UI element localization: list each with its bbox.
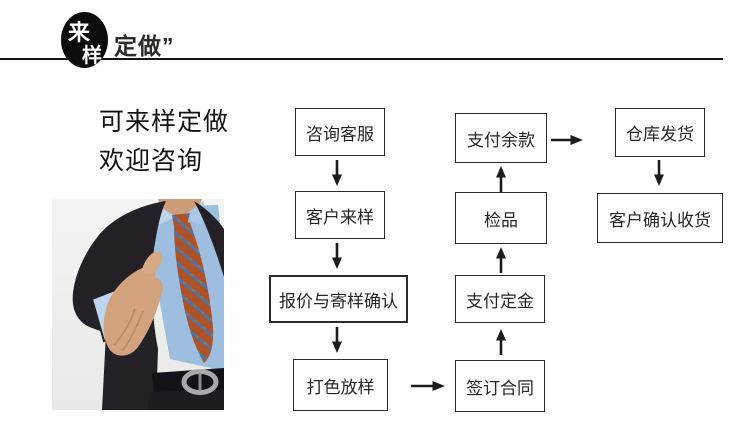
flow-step-label: 咨询客服 xyxy=(306,124,374,144)
belt-buckle xyxy=(181,369,219,395)
section-title: 定做” xyxy=(114,33,175,59)
logo-char-top: 来 xyxy=(68,20,91,45)
tie-shape xyxy=(174,222,214,363)
trousers-shape xyxy=(148,390,224,410)
flow-step-label: 打色放样 xyxy=(306,377,375,397)
flow-step-label: 支付定金 xyxy=(466,291,534,311)
thumb-shape xyxy=(142,251,163,275)
flow-step-consult-service: 咨询客服 xyxy=(295,108,385,156)
brand-logo-badge: 来 样 xyxy=(61,12,108,68)
arrow-up-icon xyxy=(496,166,506,192)
intro-line-2: 欢迎咨询 xyxy=(99,147,204,175)
flow-step-label: 客户确认收货 xyxy=(609,210,711,230)
flow-step-confirm-receipt: 客户确认收货 xyxy=(597,193,723,243)
flow-step-pay-balance: 支付余款 xyxy=(455,113,547,163)
flow-step-label: 支付余款 xyxy=(467,130,535,150)
arrow-down-icon xyxy=(332,243,342,269)
flow-step-label: 仓库发货 xyxy=(626,125,694,144)
flow-step-pay-deposit: 支付定金 xyxy=(455,275,545,323)
intro-line-1: 可来样定做 xyxy=(99,108,230,136)
flow-step-label: 检品 xyxy=(484,210,518,230)
header-divider-line xyxy=(0,58,723,60)
logo-char-bottom: 样 xyxy=(82,45,102,67)
flow-step-inspection: 检品 xyxy=(455,192,547,244)
arrow-up-icon xyxy=(496,247,506,273)
arrow-down-icon xyxy=(332,327,342,353)
arrow-right-icon xyxy=(551,135,583,145)
flow-step-label: 客户来样 xyxy=(306,207,374,227)
hand-shape xyxy=(103,266,163,356)
arrow-down-icon xyxy=(654,160,664,186)
flow-step-color-proof: 打色放样 xyxy=(293,359,388,411)
flow-step-sign-contract: 签订合同 xyxy=(455,360,545,412)
flow-step-label: 报价与寄样确认 xyxy=(279,291,398,311)
flow-step-label: 签订合同 xyxy=(466,378,534,398)
flow-step-warehouse-ship: 仓库发货 xyxy=(615,108,705,157)
flow-step-customer-sample: 客户来样 xyxy=(295,191,385,239)
businessman-handshake-photo xyxy=(52,199,224,410)
arrow-up-icon xyxy=(496,329,506,355)
arrow-right-icon xyxy=(411,381,445,391)
suit-right-shoulder xyxy=(194,201,224,277)
flow-step-quote-confirm: 报价与寄样确认 xyxy=(269,275,408,323)
arrow-down-icon xyxy=(332,160,342,186)
finger-lines xyxy=(113,308,144,352)
